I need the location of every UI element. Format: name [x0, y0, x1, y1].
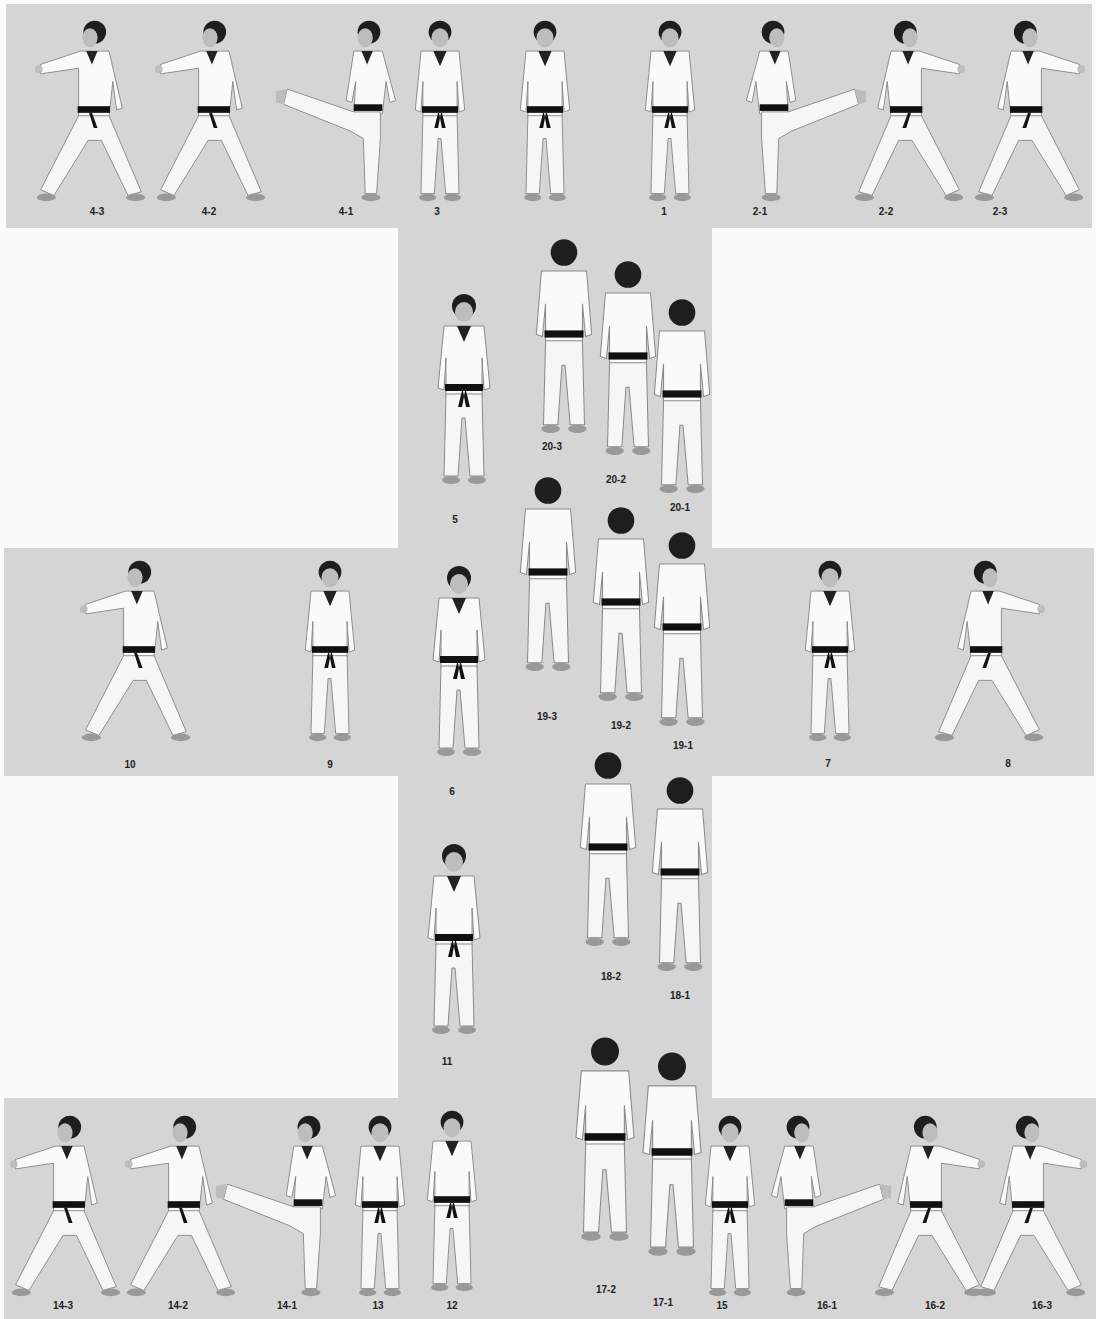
- callout-number: 18-2: [601, 971, 621, 983]
- callout-number: 8: [1005, 758, 1011, 770]
- callout-number: 11: [442, 1056, 453, 1068]
- callout-number: 10: [124, 759, 135, 771]
- callout-number: 7: [825, 758, 831, 770]
- callout-number: 20-2: [606, 474, 626, 486]
- callout-number: 19-2: [611, 720, 631, 732]
- callout-number: 5: [452, 514, 458, 526]
- callout-number: 14-3: [53, 1300, 73, 1312]
- callout-number: 14-2: [168, 1300, 188, 1312]
- callout-number: 13: [372, 1300, 383, 1312]
- callout-number: 6: [449, 786, 455, 798]
- callout-number: 4-3: [90, 206, 104, 218]
- callout-number: 9: [327, 759, 333, 771]
- callout-number: 3: [434, 206, 440, 218]
- callout-number: 17-2: [596, 1284, 616, 1296]
- callout-number: 4-2: [202, 206, 216, 218]
- callout-number: 1: [661, 206, 667, 218]
- callout-number: 2-2: [879, 206, 893, 218]
- callout-number: 4-1: [339, 206, 353, 218]
- callout-number: 15: [716, 1300, 727, 1312]
- callout-number: 17-1: [653, 1297, 673, 1309]
- callout-number: 20-1: [670, 502, 690, 514]
- callout-number: 19-3: [537, 711, 557, 723]
- callout-number: 16-1: [817, 1300, 837, 1312]
- callout-number: 20-3: [542, 441, 562, 453]
- callout-number: 16-2: [925, 1300, 945, 1312]
- callout-number: 2-3: [993, 206, 1007, 218]
- callout-number: 19-1: [673, 740, 693, 752]
- callout-number: 16-3: [1032, 1300, 1052, 1312]
- callout-number: 12: [446, 1300, 457, 1312]
- callout-number: 2-1: [753, 206, 767, 218]
- callout-number: 18-1: [670, 990, 690, 1002]
- callout-number: 14-1: [277, 1300, 297, 1312]
